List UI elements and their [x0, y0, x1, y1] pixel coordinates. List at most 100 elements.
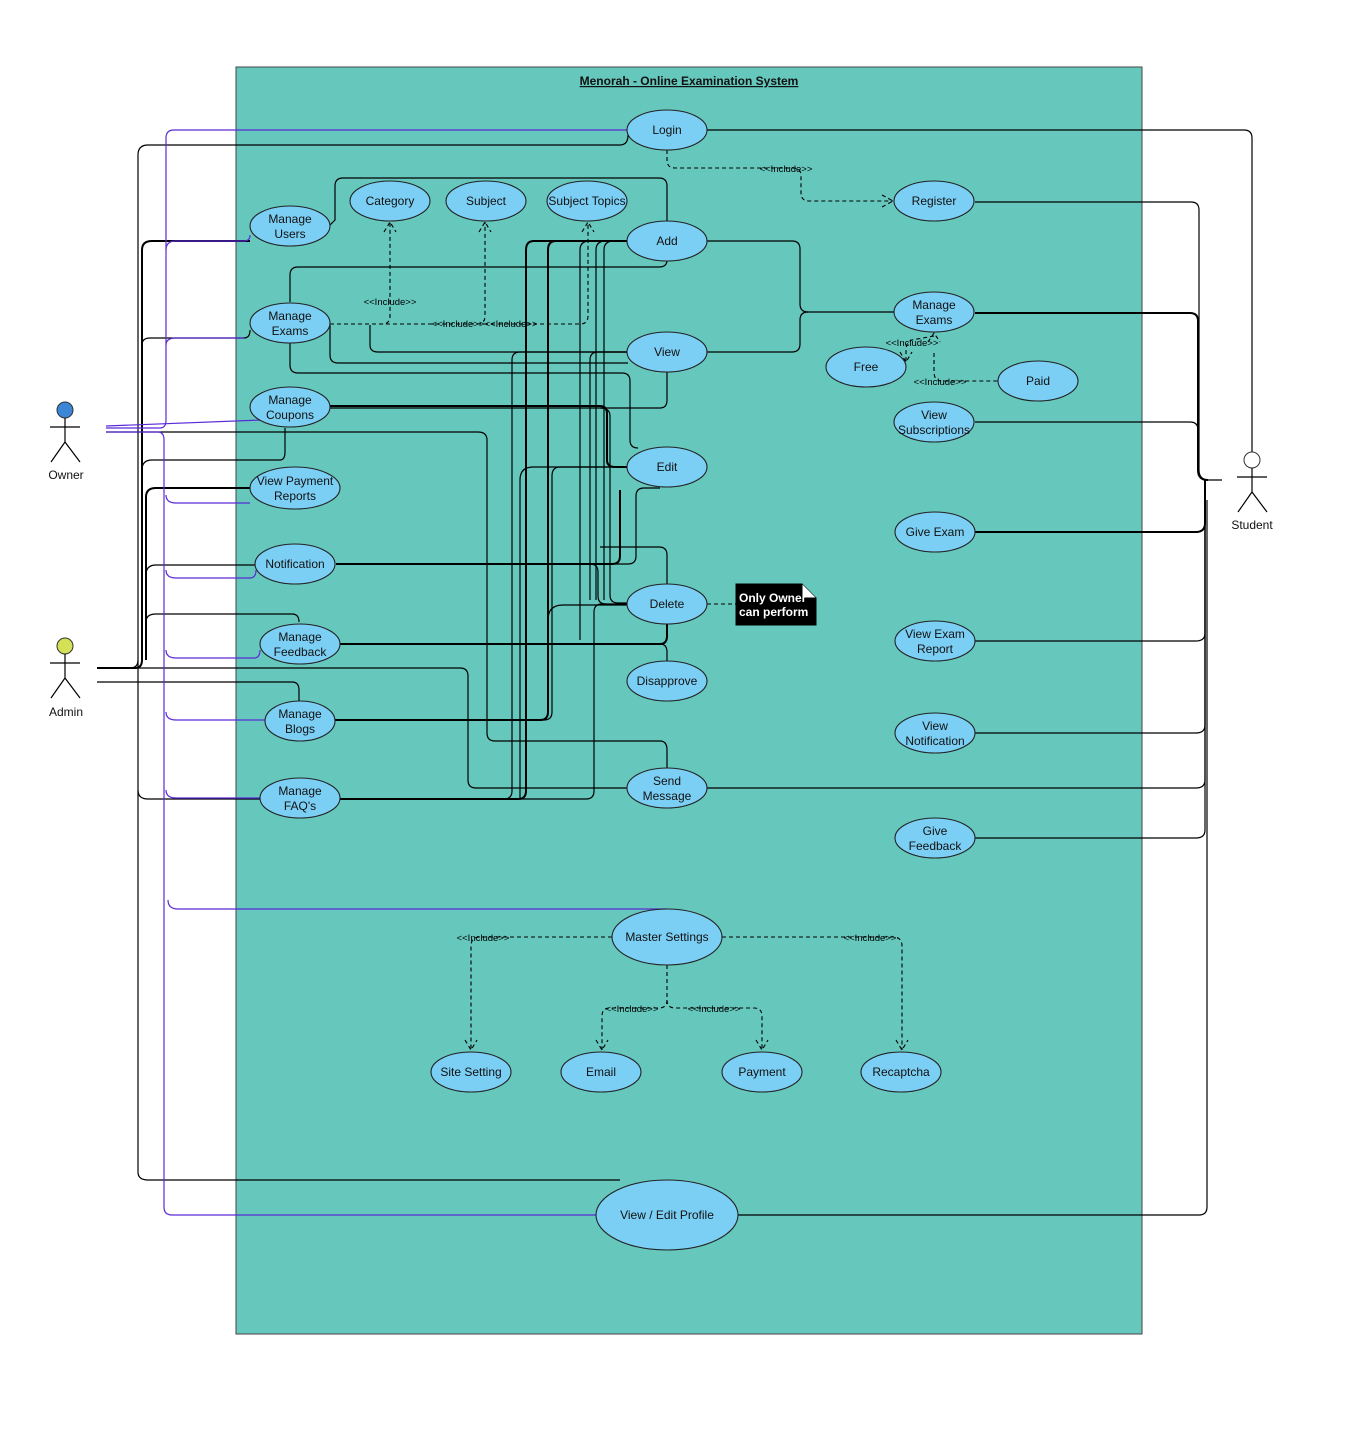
use-case-label: Delete — [650, 597, 685, 611]
use-case-label: Free — [854, 360, 879, 374]
use-case-label: Manage — [912, 298, 956, 312]
use-case-label: Edit — [657, 460, 678, 474]
use-case-view[interactable]: View — [626, 331, 708, 373]
use-case-label: Notification — [265, 557, 324, 571]
use-case-label: Give Exam — [906, 525, 965, 539]
use-case-view-notification[interactable]: View Notification — [894, 712, 976, 754]
use-case-email[interactable]: Email — [560, 1051, 642, 1093]
use-case-send-message[interactable]: Send Message — [626, 767, 708, 809]
use-case-add[interactable]: Add — [626, 220, 708, 262]
use-case-label: Manage — [268, 309, 312, 323]
use-case-manage-exams-admin[interactable]: Manage Exams — [249, 302, 331, 344]
use-case-label: Feedback — [274, 645, 328, 659]
include-label: <<Include>> — [457, 933, 510, 944]
use-case-edit[interactable]: Edit — [626, 446, 708, 488]
use-case-label: FAQ's — [284, 799, 316, 813]
use-case-login[interactable]: Login — [626, 109, 708, 151]
note-line: can perform — [739, 605, 808, 619]
include-label: <<Include>> — [886, 338, 939, 349]
include-label: <<Include>> — [606, 1004, 659, 1015]
use-case-label: Subject — [466, 194, 507, 208]
use-case-label: Manage — [278, 630, 322, 644]
use-case-free[interactable]: Free — [825, 346, 907, 388]
use-case-label: Give — [923, 824, 948, 838]
use-case-label: Master Settings — [625, 930, 708, 944]
use-case-paid[interactable]: Paid — [997, 360, 1079, 402]
actor-label: Admin — [49, 705, 83, 719]
use-case-label: Add — [656, 234, 677, 248]
actor-label: Student — [1231, 518, 1273, 532]
use-case-delete[interactable]: Delete — [626, 583, 708, 625]
system-boundary — [235, 66, 1143, 1335]
use-case-subject[interactable]: Subject — [445, 180, 527, 222]
include-label: <<Include>> — [844, 933, 897, 944]
use-case-label: Manage — [278, 784, 322, 798]
use-case-payment[interactable]: Payment — [721, 1051, 803, 1093]
association-lines — [97, 129, 1253, 1216]
use-case-subject-topics[interactable]: Subject Topics — [546, 180, 628, 222]
include-relations — [330, 150, 998, 1052]
use-case-label: Manage — [268, 212, 312, 226]
use-case-label: Users — [274, 227, 305, 241]
include-label: <<Include>> — [914, 377, 967, 388]
use-case-manage-coupons[interactable]: Manage Coupons — [249, 386, 331, 428]
use-case-manage-users[interactable]: Manage Users — [249, 205, 331, 247]
owner-association-lines — [105, 129, 667, 1216]
include-label: <<Include>> — [364, 297, 417, 308]
use-case-label: Manage — [278, 707, 322, 721]
use-case-site-setting[interactable]: Site Setting — [430, 1051, 512, 1093]
include-label: <<Include>> — [688, 1004, 741, 1015]
use-case-label: Reports — [274, 489, 316, 503]
include-label: <<Include>> — [760, 164, 813, 175]
use-case-manage-blogs[interactable]: Manage Blogs — [264, 700, 336, 742]
actor-admin[interactable]: Admin — [49, 637, 83, 719]
use-case-label: View — [654, 345, 680, 359]
use-case-label: Email — [586, 1065, 616, 1079]
use-case-view-subscriptions[interactable]: View Subscriptions — [893, 401, 975, 443]
use-case-label: View Exam — [905, 627, 965, 641]
use-case-label: Coupons — [266, 408, 314, 422]
use-case-label: Category — [366, 194, 415, 208]
use-case-label: Blogs — [285, 722, 315, 736]
use-case-label: Subscriptions — [898, 423, 970, 437]
use-case-manage-faqs[interactable]: Manage FAQ's — [259, 777, 341, 819]
use-case-view-edit-profile[interactable]: View / Edit Profile — [595, 1179, 739, 1251]
include-labels: <<Include>> <<Include>> <<Include>> <<In… — [364, 164, 967, 1015]
use-case-category[interactable]: Category — [349, 180, 431, 222]
use-case-label: Site Setting — [440, 1065, 501, 1079]
use-case-label: View — [921, 408, 947, 422]
use-case-view-payment-reports[interactable]: View Payment Reports — [249, 466, 341, 510]
use-case-label: Feedback — [909, 839, 963, 853]
use-case-label: Login — [652, 123, 681, 137]
use-case-label: Manage — [268, 393, 312, 407]
use-case-register[interactable]: Register — [893, 180, 975, 222]
use-case-label: Report — [917, 642, 954, 656]
use-case-manage-exams-student[interactable]: Manage Exams — [893, 291, 975, 333]
use-case-give-exam[interactable]: Give Exam — [894, 511, 976, 553]
use-case-master-settings[interactable]: Master Settings — [611, 908, 723, 966]
use-case-manage-feedback[interactable]: Manage Feedback — [259, 623, 341, 665]
note-line: Only Owner — [739, 591, 807, 605]
use-case-label: Disapprove — [637, 674, 698, 688]
use-case-recaptcha[interactable]: Recaptcha — [860, 1051, 942, 1093]
actor-head-icon — [56, 401, 74, 419]
use-case-label: Payment — [738, 1065, 786, 1079]
actor-student[interactable]: Student — [1231, 451, 1273, 532]
use-case-label: View — [922, 719, 948, 733]
use-case-disapprove[interactable]: Disapprove — [626, 660, 708, 702]
use-case-label: Notification — [905, 734, 964, 748]
use-case-label: Paid — [1026, 374, 1050, 388]
note-only-owner: Only Owner can perform — [735, 583, 817, 626]
use-case-notification[interactable]: Notification — [254, 543, 336, 585]
use-case-label: Message — [643, 789, 692, 803]
use-case-give-feedback[interactable]: Give Feedback — [894, 817, 976, 859]
actor-owner[interactable]: Owner — [48, 401, 84, 482]
use-case-label: Exams — [272, 324, 309, 338]
system-title: Menorah - Online Examination System — [580, 74, 799, 88]
use-case-label: View / Edit Profile — [620, 1208, 714, 1222]
use-case-label: View Payment — [257, 474, 334, 488]
use-case-view-exam-report[interactable]: View Exam Report — [894, 620, 976, 662]
include-label: <<Include>> — [432, 319, 485, 330]
actor-label: Owner — [48, 468, 83, 482]
